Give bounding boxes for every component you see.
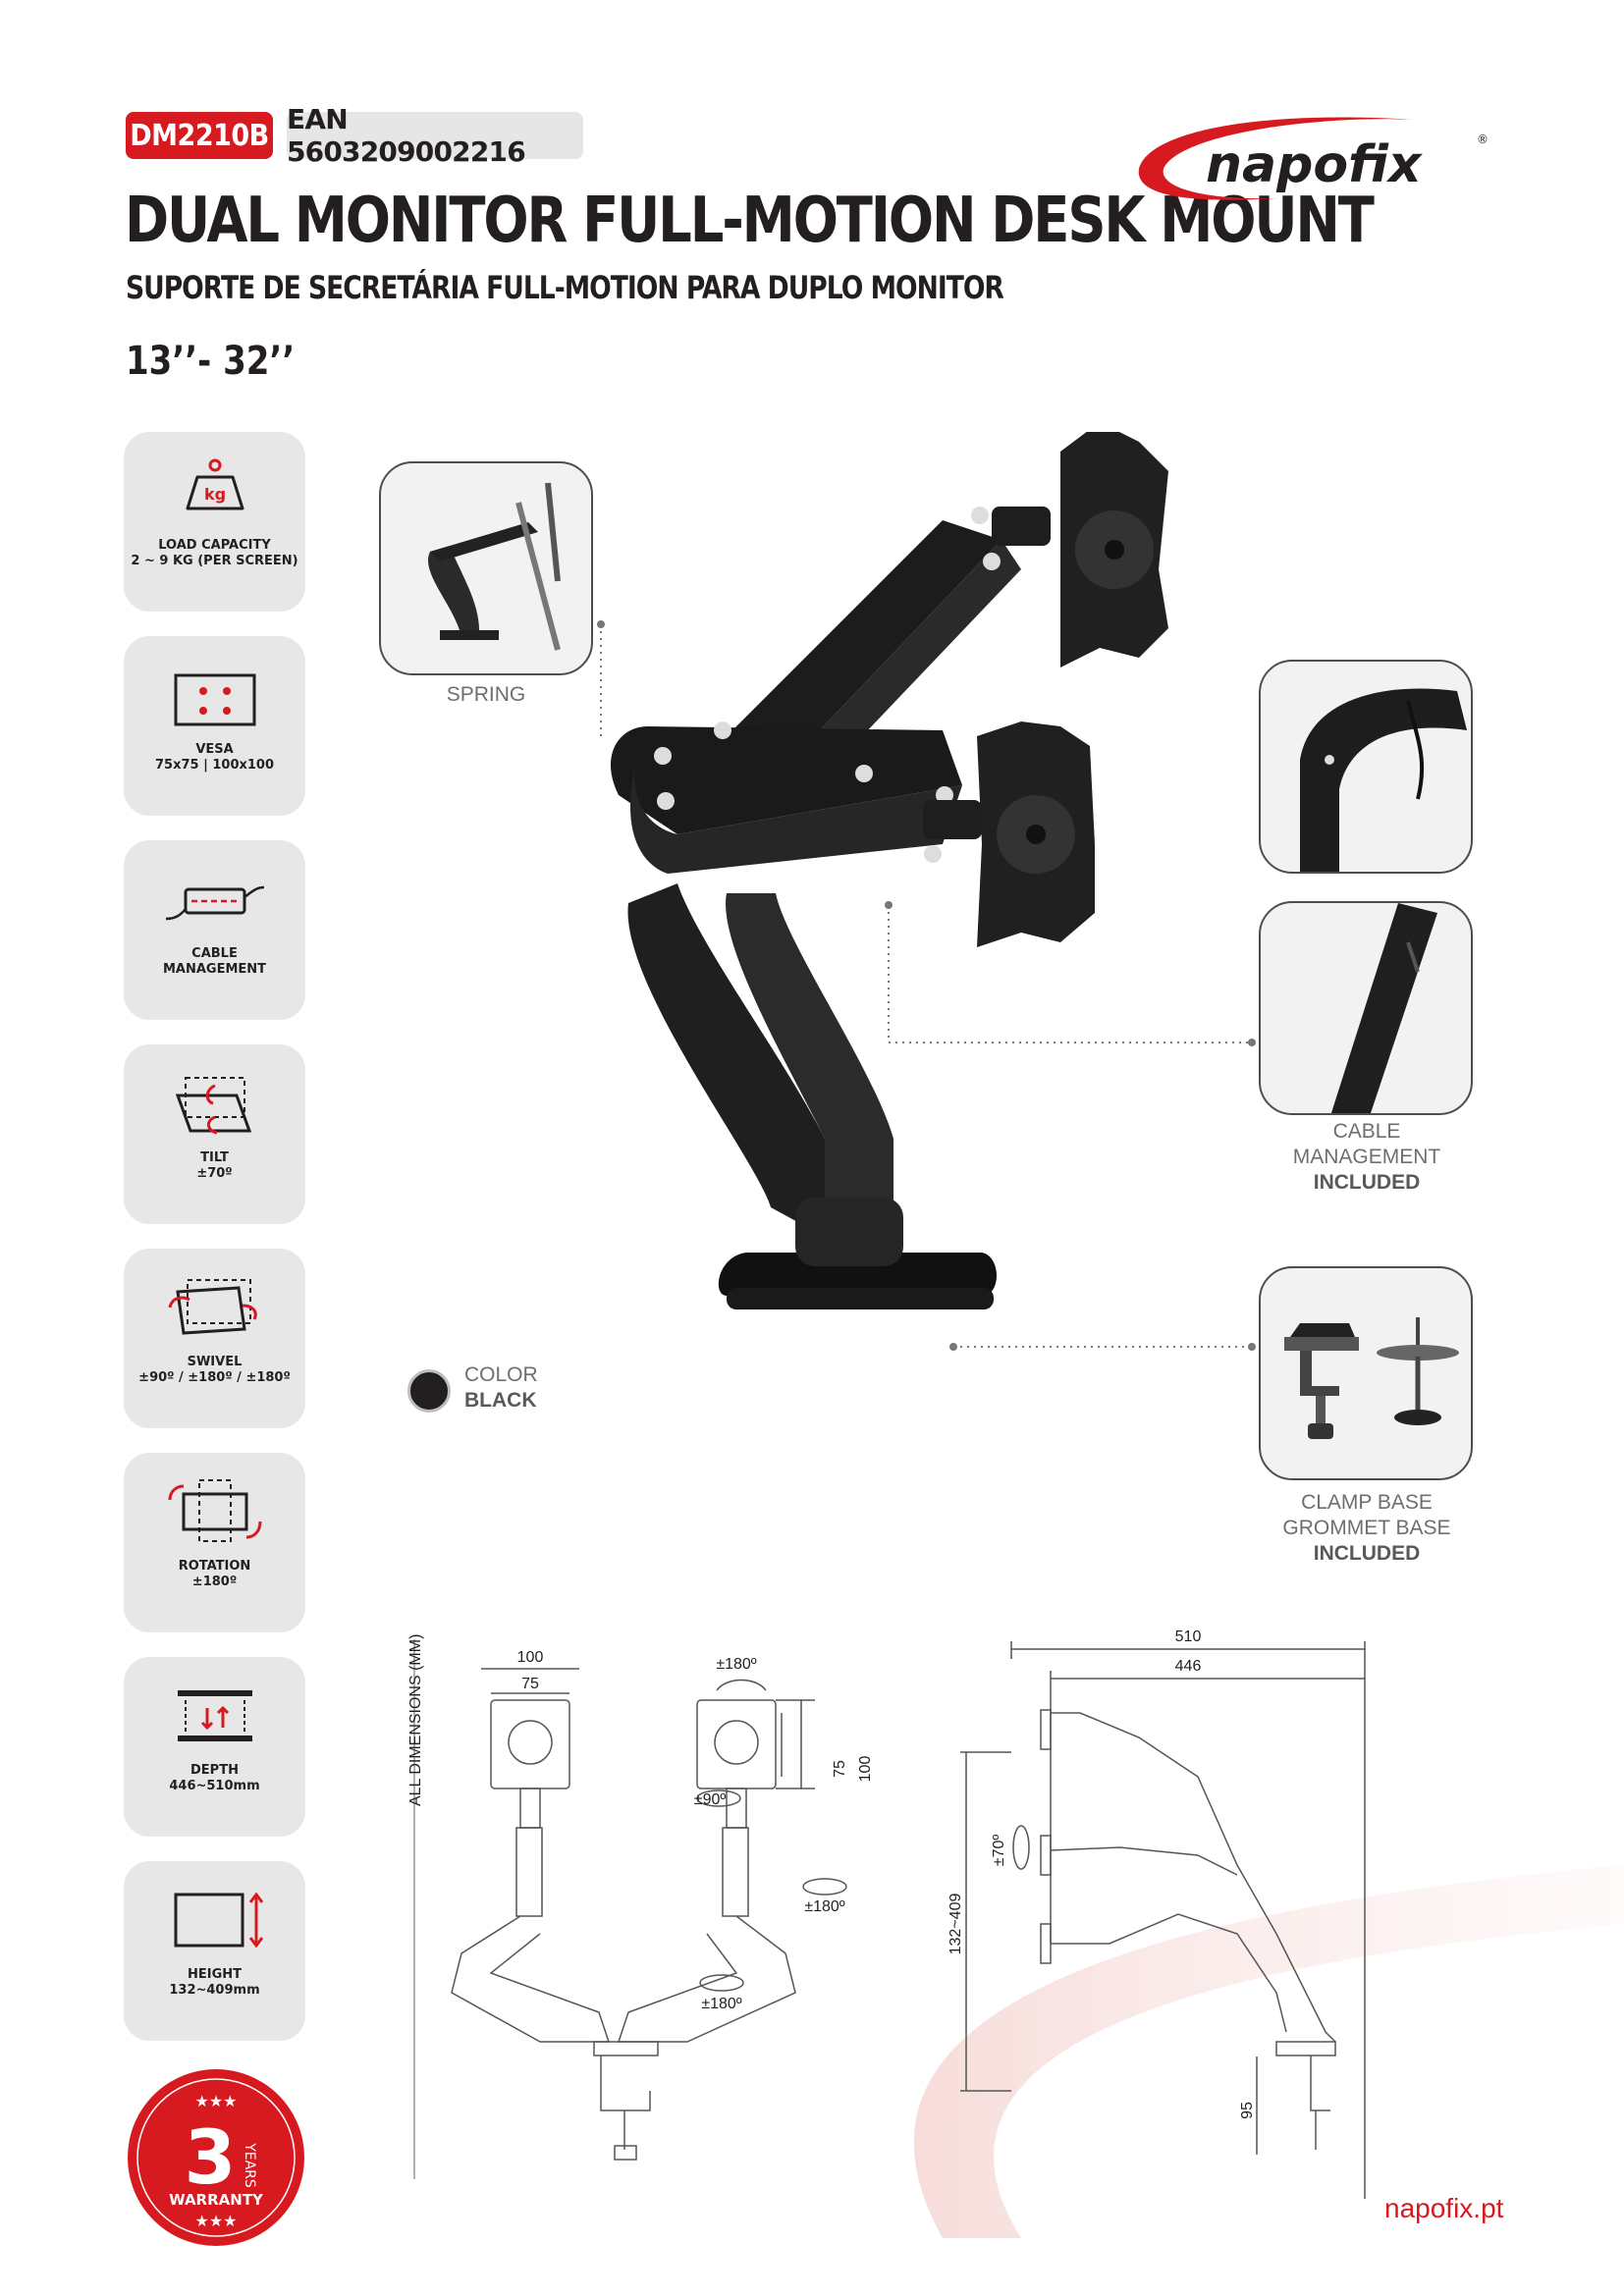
cable-icon — [165, 885, 264, 921]
ean-badge: EAN 5603209002216 — [287, 103, 583, 168]
vesa-icon — [174, 673, 255, 726]
page-subtitle: SUPORTE DE SECRETÁRIA FULL-MOTION PARA D… — [126, 269, 1004, 306]
svg-text:±180º: ±180º — [804, 1898, 844, 1915]
weight-icon: kg — [186, 458, 244, 510]
product-image — [610, 432, 1168, 1309]
svg-text:★★★: ★★★ — [194, 2212, 237, 2230]
website-link[interactable]: napofix.pt — [1384, 2193, 1504, 2223]
svg-text:510: 510 — [1175, 1629, 1202, 1645]
page-title: DUAL MONITOR FULL-MOTION DESK MOUNT — [125, 185, 1375, 257]
feature-value: ±70º — [196, 1166, 233, 1181]
svg-text:®: ® — [1477, 133, 1489, 146]
feature-label: SWIVEL — [187, 1355, 243, 1369]
svg-text:kg: kg — [203, 485, 225, 504]
feature-value: MANAGEMENT — [162, 962, 267, 977]
feature-label: TILT — [200, 1150, 229, 1165]
feature-value: ±90º / ±180º / ±180º — [138, 1370, 291, 1385]
spring-thumbnail — [379, 461, 593, 675]
svg-text:YEARS: YEARS — [242, 2142, 257, 2188]
model-badge: DM2210B — [126, 112, 273, 159]
feature-swivel: SWIVEL±90º / ±180º / ±180º — [124, 1249, 305, 1428]
svg-text:132~409: 132~409 — [947, 1894, 964, 1955]
feature-label: CABLE — [191, 946, 238, 961]
feature-value: 2 ~ 9 KG (PER SCREEN) — [131, 554, 298, 568]
feature-label: VESA — [195, 742, 234, 757]
svg-text:100: 100 — [857, 1756, 874, 1783]
warranty-seal: ★★★ 3 YEARS WARRANTY ★★★ — [126, 2067, 306, 2248]
cable-thumbnail-top — [1259, 660, 1473, 874]
cable-thumbnail-bottom — [1259, 901, 1473, 1115]
feature-rotation: ROTATION±180º — [124, 1453, 305, 1632]
spring-leader-line — [597, 620, 605, 736]
feature-label: HEIGHT — [187, 1967, 242, 1982]
svg-text:446: 446 — [1175, 1658, 1202, 1675]
feature-label: DEPTH — [190, 1763, 239, 1778]
svg-text:75: 75 — [832, 1760, 848, 1778]
svg-text:±180º: ±180º — [701, 1996, 741, 2012]
feature-label: LOAD CAPACITY — [158, 538, 271, 553]
feature-value: 446~510mm — [169, 1779, 260, 1793]
dimensions-axis-label: ALL DIMENSIONS (MM) — [407, 1634, 424, 1806]
swivel-icon — [168, 1279, 257, 1335]
color-swatch — [407, 1369, 451, 1413]
feature-value: 132~409mm — [169, 1983, 260, 1998]
feature-value: 75x75 | 100x100 — [154, 758, 275, 773]
base-thumbnail — [1259, 1266, 1473, 1480]
brand-logo: napofix ® — [1119, 110, 1492, 208]
feature-label: ROTATION — [178, 1559, 251, 1574]
depth-icon — [177, 1690, 252, 1741]
svg-text:±180º: ±180º — [716, 1656, 756, 1673]
svg-text:±90º: ±90º — [694, 1791, 727, 1808]
svg-text:75: 75 — [521, 1676, 539, 1692]
size-range: 13’’- 32’’ — [126, 339, 296, 384]
feature-tilt: TILT±70º — [124, 1044, 305, 1224]
svg-text:±70º: ±70º — [991, 1835, 1007, 1867]
tilt-icon — [175, 1077, 251, 1135]
svg-text:95: 95 — [1239, 2102, 1256, 2119]
height-icon — [174, 1892, 263, 1949]
warranty-years: 3 — [185, 2113, 237, 2201]
warranty-label: WARRANTY — [169, 2191, 264, 2209]
base-leader-line — [949, 1343, 1256, 1351]
svg-text:100: 100 — [517, 1649, 544, 1666]
dimension-drawings: ALL DIMENSIONS (MM) 100 75 ±180º 75 100 … — [407, 1629, 1366, 2199]
svg-text:★★★: ★★★ — [194, 2092, 237, 2110]
brand-name: napofix — [1206, 135, 1423, 194]
spring-caption: SPRING — [446, 683, 526, 706]
rotation-icon — [168, 1479, 261, 1542]
cable-leader-line — [885, 901, 1256, 1046]
feature-value: ±180º — [191, 1575, 238, 1589]
